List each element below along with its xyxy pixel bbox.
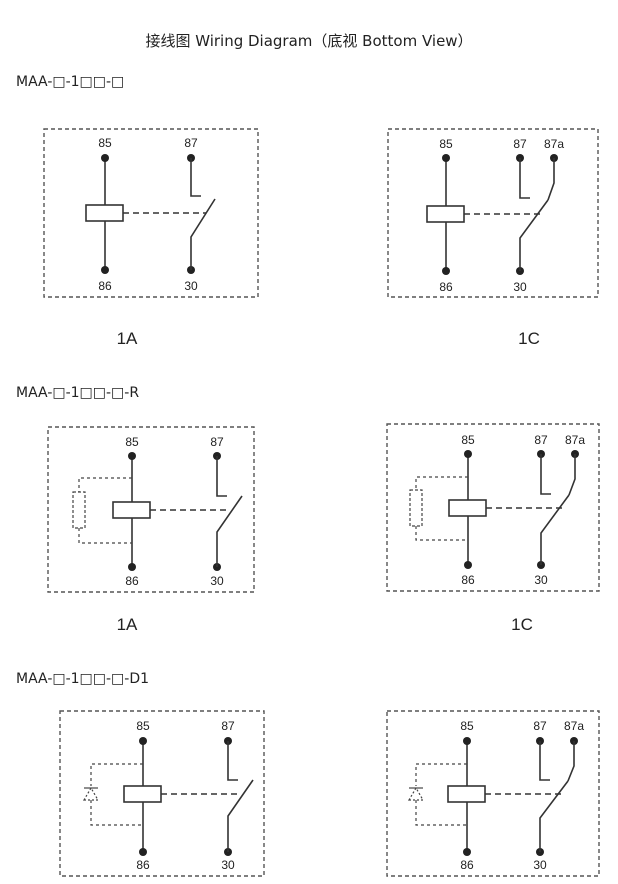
pin-label-87: 87 (221, 719, 235, 733)
pin-label-86: 86 (460, 858, 474, 872)
switch-contact (187, 154, 216, 274)
relay-coil (85, 204, 124, 222)
diagram-border (386, 423, 600, 592)
pin-label-30: 30 (534, 573, 548, 587)
page-title: 接线图 Wiring Diagram（底视 Bottom View） (145, 32, 473, 50)
switch-arm (539, 780, 569, 852)
pin-label-86: 86 (98, 279, 112, 293)
diagram-1c-resistor: 85 86 87 87a 30 (386, 423, 600, 592)
pin-86-terminal (442, 267, 450, 275)
coil-circuit (123, 737, 162, 856)
diode-icon (82, 786, 100, 801)
switch-contact (213, 452, 243, 571)
diagram-border (43, 128, 259, 298)
pin-label-87: 87 (534, 433, 548, 447)
diagram-border (59, 710, 265, 877)
relay-coil (123, 785, 162, 803)
switch-contact (537, 450, 579, 569)
coil-circuit (85, 154, 124, 274)
pin-85-terminal (101, 154, 109, 162)
pin-label-30: 30 (210, 574, 224, 588)
relay-coil (112, 501, 151, 519)
diagram-1a-standard: 85 86 87 30 (43, 128, 259, 298)
diagram-1a-diode: 85 86 87 30 (59, 710, 265, 877)
diagram-1a-resistor: 85 86 87 30 (47, 426, 255, 593)
pin-label-87a: 87a (564, 719, 584, 733)
pin-label-30: 30 (184, 279, 198, 293)
switch-arm (519, 199, 549, 271)
section-heading-resistor: MAA-□-1□□-□-R (16, 385, 140, 401)
suppression-diode (82, 763, 143, 826)
diagram-1c-standard: 85 86 87 87a 30 (387, 128, 599, 298)
pin-label-87: 87 (210, 435, 224, 449)
pin-label-86: 86 (136, 858, 150, 872)
pin-86-terminal (128, 563, 136, 571)
section-heading-standard: MAA-□-1□□-□ (16, 74, 125, 90)
pin-label-86: 86 (439, 280, 453, 294)
diagram-border (47, 426, 255, 593)
pin-label-87a: 87a (565, 433, 585, 447)
switch-arm (540, 494, 570, 565)
pin-label-85: 85 (98, 136, 112, 150)
pin-86-terminal (464, 561, 472, 569)
pin-label-30: 30 (533, 858, 547, 872)
switch-arm (227, 779, 254, 852)
pin-label-85: 85 (461, 433, 475, 447)
coil-circuit (447, 737, 486, 856)
pin-label-87a: 87a (544, 137, 564, 151)
pin-85-terminal (139, 737, 147, 745)
switch-arm (216, 495, 243, 567)
suppression-resistor (72, 477, 132, 544)
resistor-icon (72, 491, 86, 529)
pin-label-87: 87 (513, 137, 527, 151)
diagram-border (386, 710, 600, 877)
pin-label-85: 85 (439, 137, 453, 151)
pin-label-30: 30 (513, 280, 527, 294)
diode-icon (407, 786, 425, 801)
pin-85-terminal (128, 452, 136, 460)
pin-label-87: 87 (533, 719, 547, 733)
pin-85-terminal (442, 154, 450, 162)
coil-circuit (426, 154, 465, 275)
coil-circuit (448, 450, 487, 569)
switch-arm (190, 198, 216, 270)
pin-85-terminal (464, 450, 472, 458)
pin-86-terminal (463, 848, 471, 856)
section-heading-diode: MAA-□-1□□-□-D1 (16, 671, 150, 687)
pin-label-87: 87 (184, 136, 198, 150)
variant-label-1a-resistor: 1A (116, 615, 138, 634)
pin-label-86: 86 (125, 574, 139, 588)
pin-label-86: 86 (461, 573, 475, 587)
switch-contact (516, 154, 558, 275)
suppression-resistor (409, 476, 468, 541)
pin-label-30: 30 (221, 858, 235, 872)
pin-86-terminal (139, 848, 147, 856)
coil-circuit (112, 452, 151, 571)
variant-label-1c-resistor: 1C (511, 615, 533, 634)
switch-contact (536, 737, 578, 856)
pin-85-terminal (463, 737, 471, 745)
resistor-icon (409, 489, 423, 527)
pin-label-85: 85 (460, 719, 474, 733)
relay-coil (426, 205, 465, 223)
variant-label-1c: 1C (518, 329, 540, 348)
relay-coil (447, 785, 486, 803)
diagram-border (387, 128, 599, 298)
suppression-diode (407, 763, 467, 826)
pin-86-terminal (101, 266, 109, 274)
switch-contact (224, 737, 254, 856)
diagram-1c-diode: 85 86 87 87a 30 (386, 710, 600, 877)
pin-label-85: 85 (125, 435, 139, 449)
variant-label-1a: 1A (116, 329, 138, 348)
pin-label-85: 85 (136, 719, 150, 733)
relay-coil (448, 499, 487, 517)
